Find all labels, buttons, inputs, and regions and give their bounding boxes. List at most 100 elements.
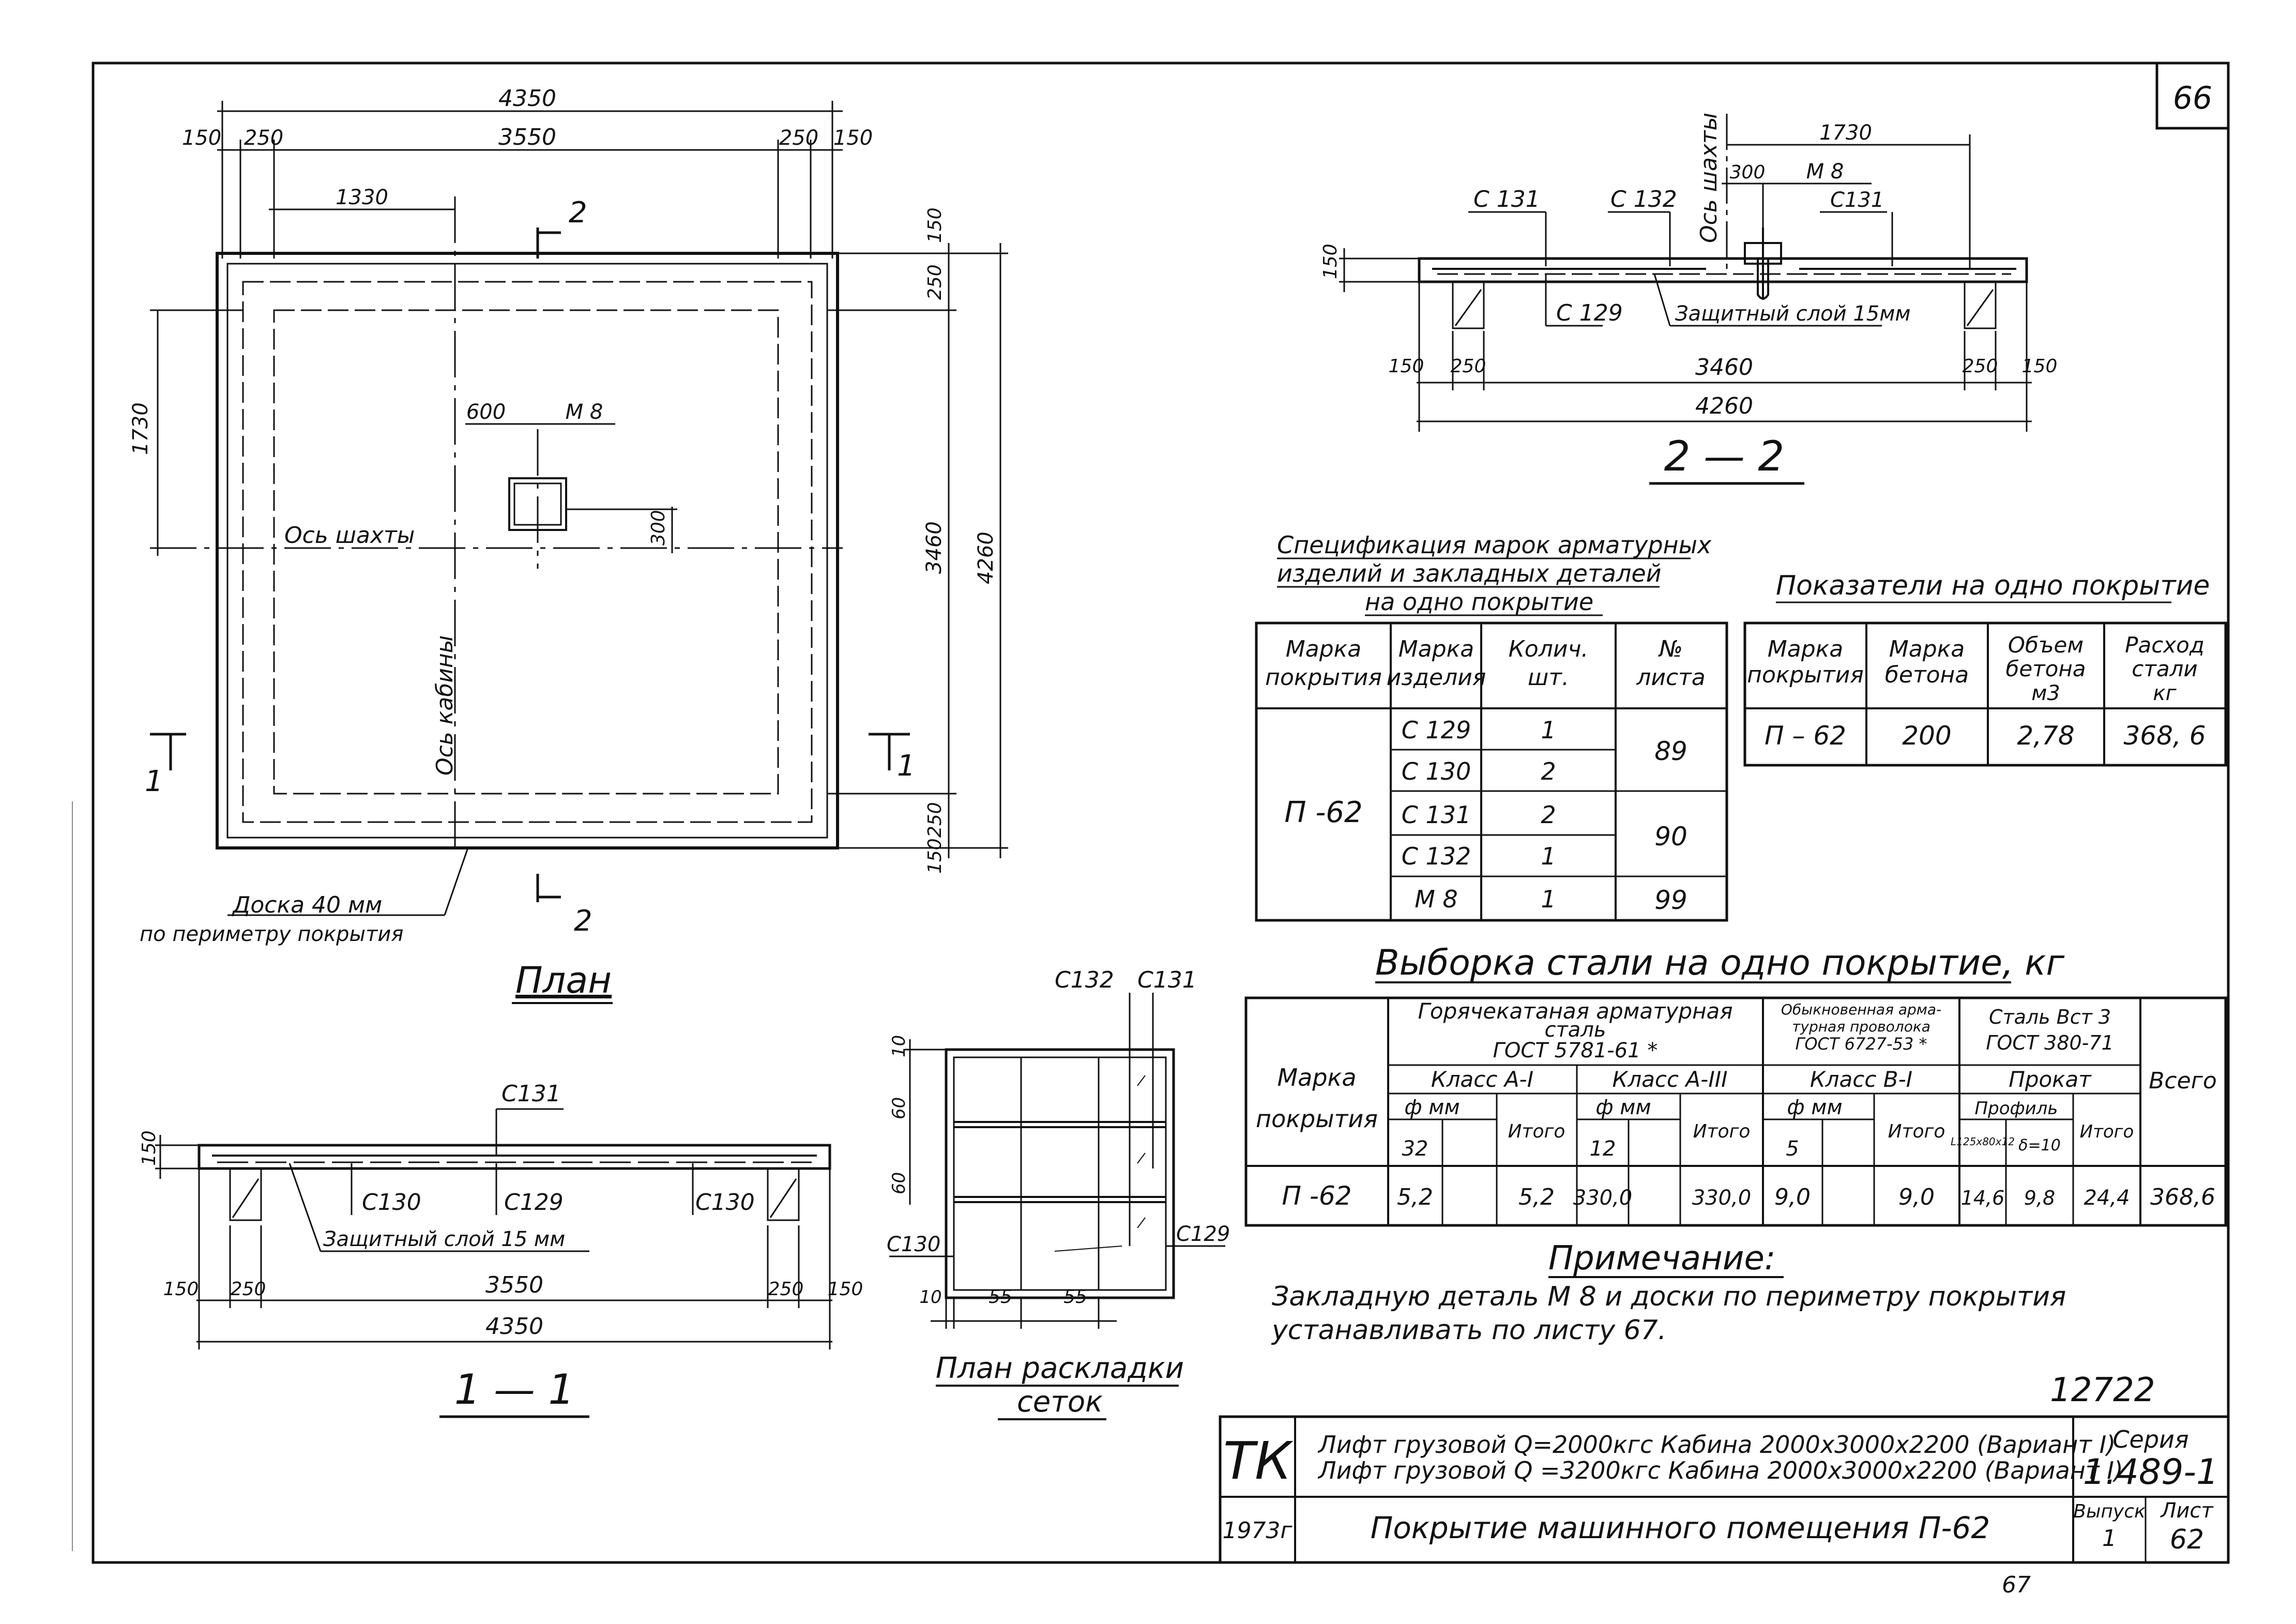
plan-dim-300: 300 xyxy=(648,510,669,545)
steel-h-hot-3: ГОСТ 5781-61 * xyxy=(1493,1039,1658,1063)
ind-h-grade-2: бетона xyxy=(1885,662,1969,688)
spec-item-2: С 130 xyxy=(1402,757,1471,785)
plan-right-150-bot: 150 xyxy=(924,838,946,874)
mesh-title-2: сеток xyxy=(1017,1385,1103,1419)
steel-profile: Профиль xyxy=(1975,1098,2058,1119)
steel-v-a3: 330,0 xyxy=(1573,1186,1633,1210)
plan-view: 4350 150 250 3550 250 150 1330 Ось шахты… xyxy=(129,85,1008,1004)
mesh-d55-b: 55 xyxy=(1063,1286,1087,1308)
s22-dim-1730: 1730 xyxy=(1819,121,1872,145)
s11-title: 1 — 1 xyxy=(454,1365,575,1414)
bottom-page-number: 67 xyxy=(2002,1572,2031,1598)
stamp-line-2: Лифт грузовой Q =3200кгс Кабина 2000x300… xyxy=(1317,1456,2123,1484)
spec-sheet-99: 99 xyxy=(1654,885,1687,915)
plan-right-250-bot: 250 xyxy=(924,802,946,838)
steel-itogo-4: Итого xyxy=(2080,1121,2134,1142)
ind-h-steel-3: кг xyxy=(2153,681,2177,705)
s11-d250-left: 250 xyxy=(231,1279,266,1300)
mesh-d10-bot: 10 xyxy=(919,1287,941,1308)
s11-c129: С129 xyxy=(504,1189,564,1216)
spec-qty-1: 1 xyxy=(1541,716,1556,744)
steel-h-wire-3: ГОСТ 6727-53 * xyxy=(1796,1034,1927,1054)
plan-board-note-2: по периметру покрытия xyxy=(140,922,403,946)
spec-h-qty-1: Колич. xyxy=(1509,636,1589,662)
steel-itogo-1: Итого xyxy=(1508,1121,1565,1142)
note-title: Примечание: xyxy=(1548,1239,1775,1278)
steel-title: Выборка стали на одно покрытие, кг xyxy=(1375,943,2065,983)
steel-v-a3-total: 330,0 xyxy=(1692,1186,1752,1210)
plan-dim-150-right: 150 xyxy=(833,126,873,150)
ind-h-grade-1: Марка xyxy=(1889,636,1965,662)
steel-itogo-3: Итого xyxy=(1888,1121,1945,1142)
section-1-1: С131 150 С130 С129 С130 Защитный слой 15… xyxy=(139,1081,863,1418)
steel-v-profile-d: 9,8 xyxy=(2024,1187,2055,1209)
stamp-org: ТК xyxy=(1223,1431,1294,1491)
spec-h-cover-2: покрытия xyxy=(1265,664,1382,691)
spec-h-sheet-1: № xyxy=(1658,636,1683,662)
s22-protective: Защитный слой 15мм xyxy=(1675,302,1911,326)
steel-v-a1: 5,2 xyxy=(1397,1184,1433,1210)
s22-d250-left: 250 xyxy=(1451,356,1486,377)
plan-section1-left: 1 xyxy=(145,765,163,798)
note-line-1: Закладную деталь М 8 и доски по периметр… xyxy=(1272,1281,2066,1312)
mesh-d10-top: 10 xyxy=(889,1035,909,1057)
steel-v-b1-total: 9,0 xyxy=(1898,1184,1935,1210)
steel-v-rolled-total: 24,4 xyxy=(2084,1186,2130,1210)
spec-title-1: Спецификация марок арматурных xyxy=(1277,531,1712,559)
mesh-c131: С131 xyxy=(1137,967,1197,993)
mesh-c132: С132 xyxy=(1055,967,1114,993)
mesh-c130: С130 xyxy=(887,1233,940,1256)
steel-h-mark-2: покрытия xyxy=(1256,1105,1378,1133)
stamp-series-label: Серия xyxy=(2112,1425,2188,1453)
s11-d150-left: 150 xyxy=(163,1279,199,1300)
spec-h-qty-2: шт. xyxy=(1528,664,1569,691)
spec-sheet-90: 90 xyxy=(1654,822,1687,852)
steel-h-hot-2: сталь xyxy=(1545,1018,1606,1042)
s11-protective: Защитный слой 15 мм xyxy=(323,1227,565,1251)
s22-axis-shaft: Ось шахты xyxy=(1696,113,1722,243)
plan-section2-top: 2 xyxy=(569,196,587,230)
steel-class-b1: Класс В-I xyxy=(1810,1067,1912,1092)
spec-item-5: М 8 xyxy=(1415,885,1458,913)
plan-dim-1730: 1730 xyxy=(129,402,153,455)
plan-dim-250-right: 250 xyxy=(779,126,818,150)
spec-qty-4: 1 xyxy=(1541,842,1556,870)
steel-v-a1-total: 5,2 xyxy=(1518,1184,1555,1210)
spec-sheet-89: 89 xyxy=(1654,736,1687,766)
steel-v-profile-l: 14,6 xyxy=(1961,1187,2005,1209)
plan-section2-bot: 2 xyxy=(574,904,592,938)
spec-table: Спецификация марок арматурных изделий и … xyxy=(1255,531,1728,922)
stamp-line-1: Лифт грузовой Q=2000кгс Кабина 2000x3000… xyxy=(1317,1431,2116,1459)
section-2-2: С 131 С 132 Ось шахты 1730 300 М 8 С131 … xyxy=(1320,113,2057,485)
plan-right-150-top: 150 xyxy=(924,207,946,243)
steel-d5: 5 xyxy=(1786,1137,1799,1161)
spec-h-cover-1: Марка xyxy=(1286,636,1361,662)
steel-h-wire-2: турная проволока xyxy=(1792,1018,1930,1035)
s22-d250-right: 250 xyxy=(1963,356,1998,377)
s11-dim-150-h: 150 xyxy=(139,1130,160,1166)
mesh-layout-plan: С132 С131 10 60 60 С130 С129 10 55 55 Пл… xyxy=(887,967,1230,1420)
spec-item-1: С 129 xyxy=(1402,716,1471,744)
steel-h-st-1: Сталь Вст 3 xyxy=(1989,1006,2111,1028)
mesh-d60-b: 60 xyxy=(889,1172,909,1194)
ind-h-mark-2: покрытия xyxy=(1747,662,1864,688)
stamp-sheet-title: Покрытие машинного помещения П-62 xyxy=(1371,1510,1990,1545)
ind-h-steel-2: стали xyxy=(2132,656,2197,681)
plan-dim-1330: 1330 xyxy=(336,186,388,209)
ind-h-vol-2: бетона xyxy=(2005,656,2086,681)
s22-m8: М 8 xyxy=(1806,160,1844,184)
plan-dim-4350: 4350 xyxy=(498,85,556,112)
plan-right-3460: 3460 xyxy=(922,521,946,574)
ind-v-mark: П – 62 xyxy=(1765,721,1846,751)
plan-section1-right: 1 xyxy=(897,749,916,783)
spec-h-item-1: Марка xyxy=(1398,636,1474,662)
note-block: Примечание: Закладную деталь М 8 и доски… xyxy=(1271,1239,2066,1346)
spec-item-4: С 132 xyxy=(1402,842,1471,870)
steel-v-mark: П -62 xyxy=(1282,1181,1351,1211)
steel-phi-3: ф мм xyxy=(1787,1096,1842,1119)
handwritten-number: 12722 xyxy=(2050,1371,2155,1409)
steel-class-a3: Класс А-III xyxy=(1613,1067,1728,1092)
plan-axis-cabin: Ось кабины xyxy=(432,635,458,776)
s11-c130-left: С130 xyxy=(362,1189,421,1216)
